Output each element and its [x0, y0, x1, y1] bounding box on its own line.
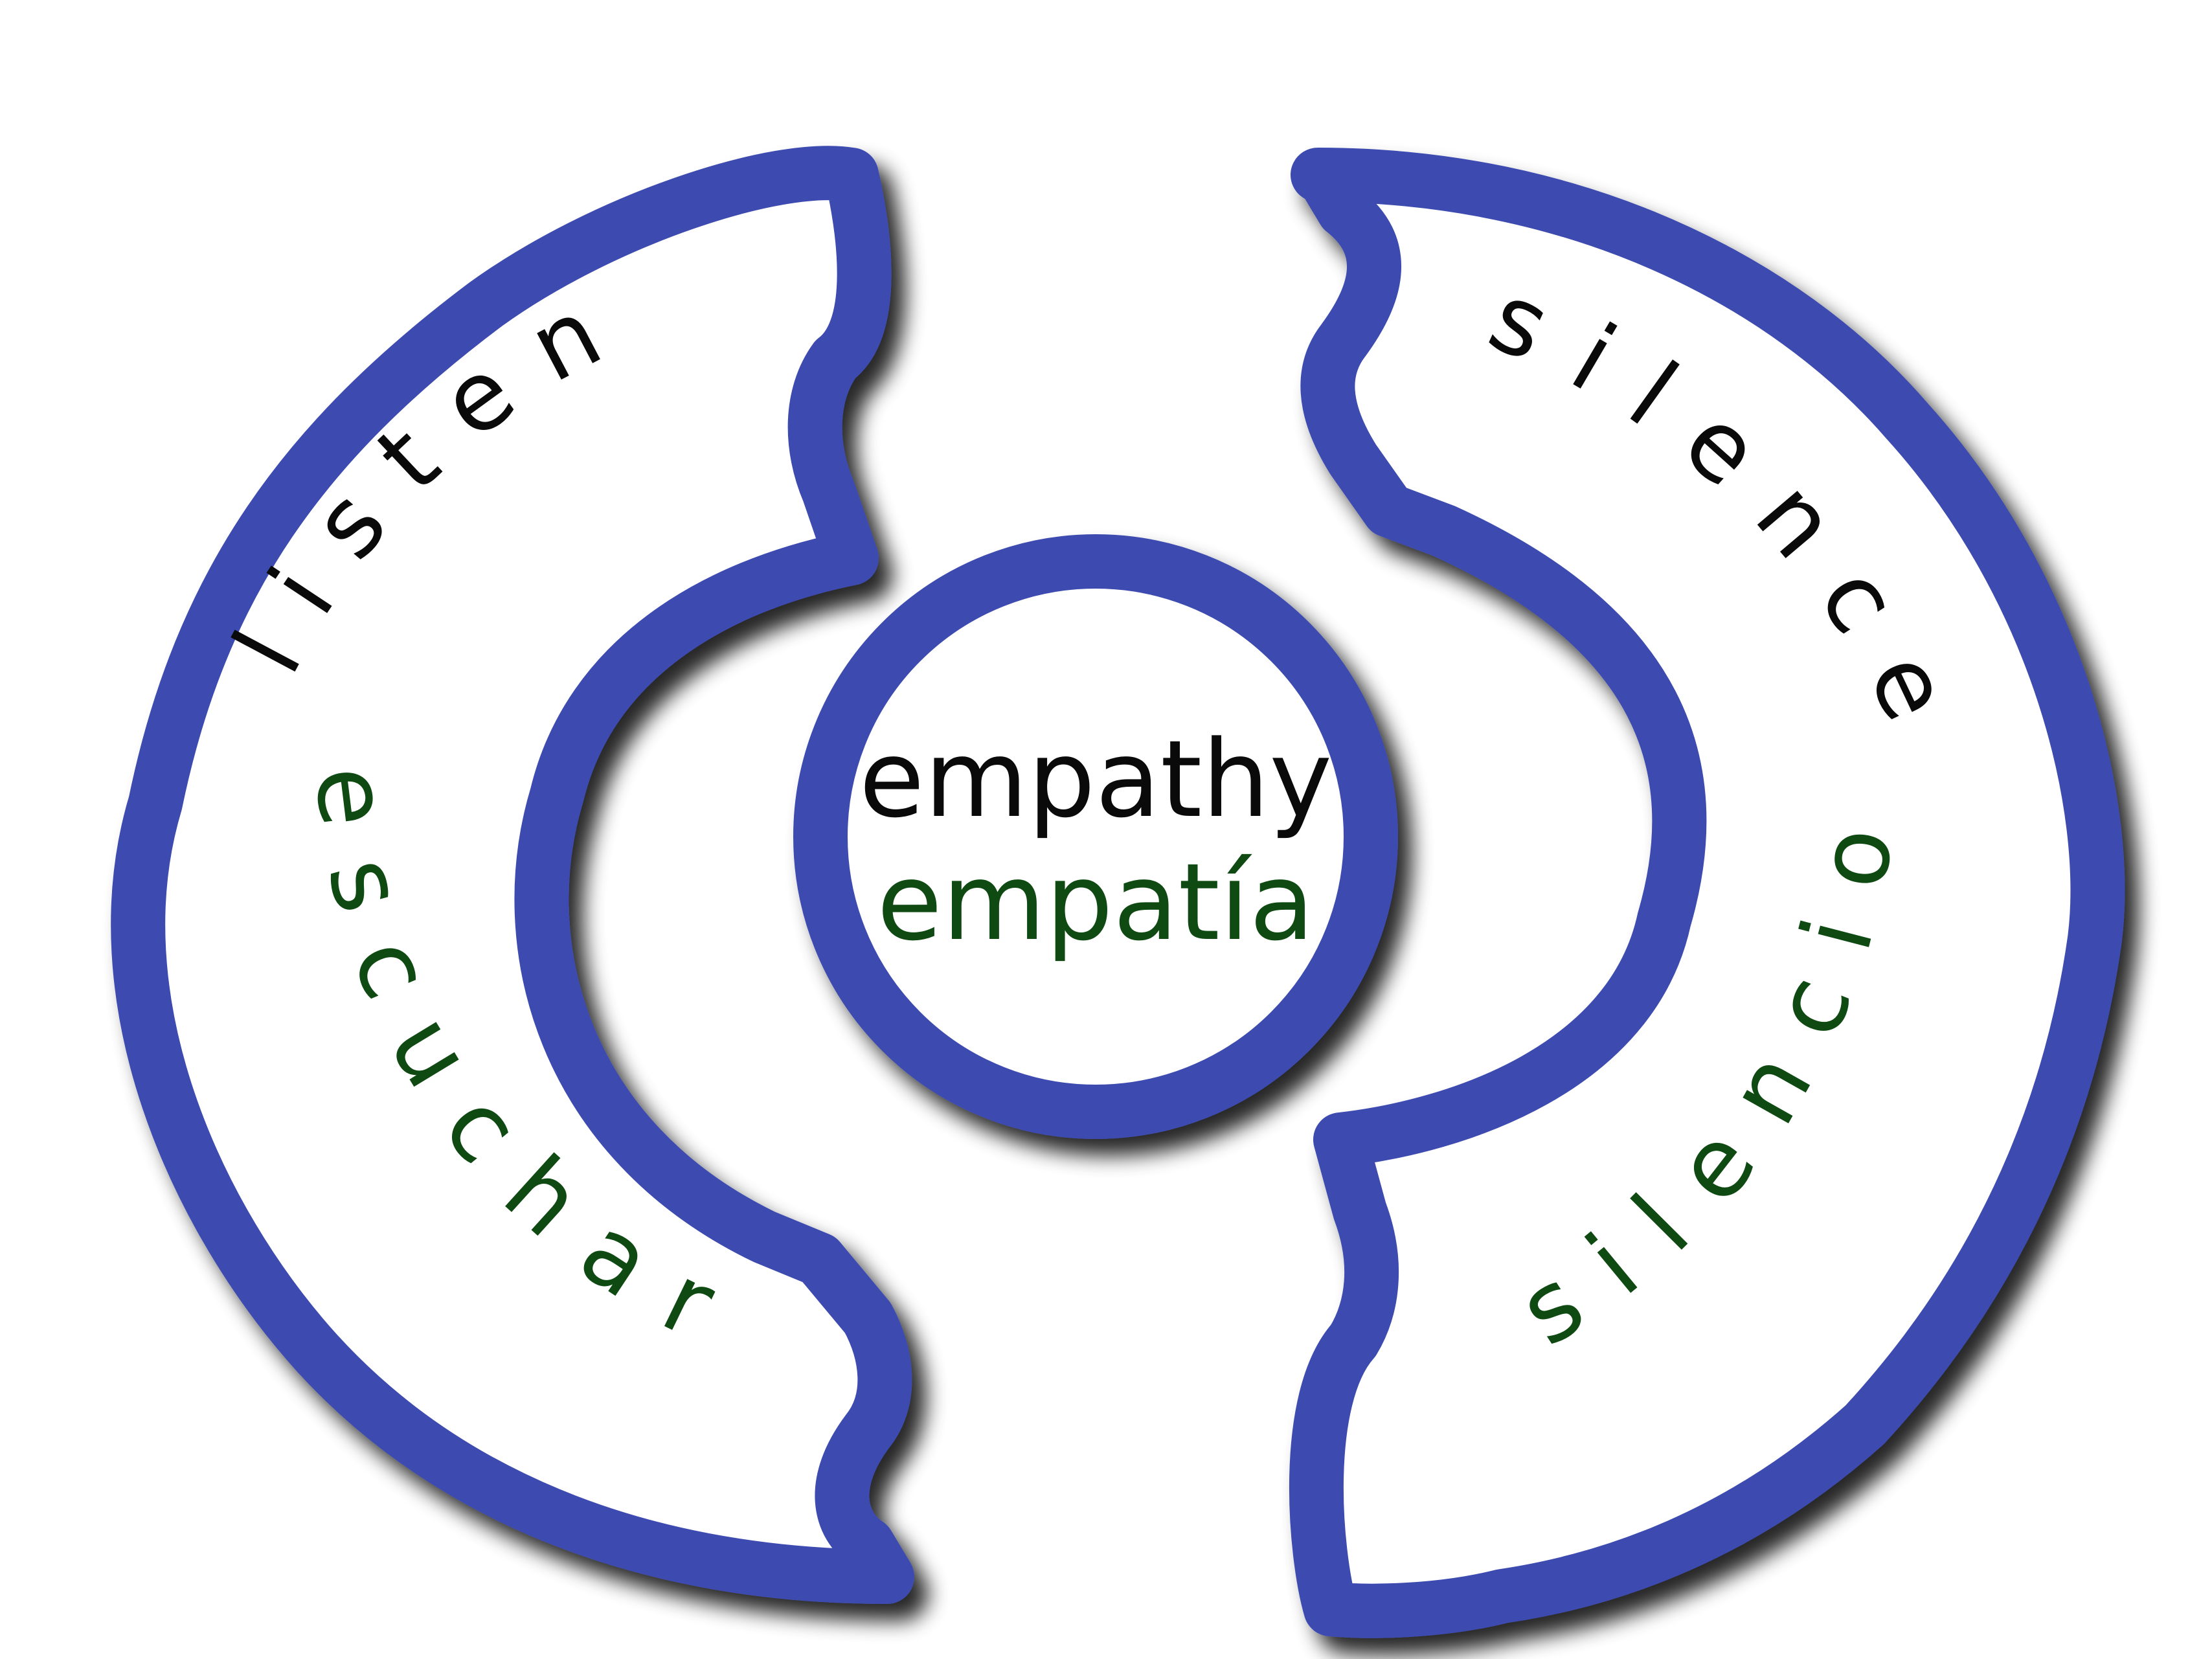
right-puzzle-piece: [1289, 148, 2125, 1638]
empathy-label: empathy: [859, 717, 1333, 841]
left-puzzle-piece: [111, 146, 914, 1604]
empatia-label: empatía: [877, 841, 1315, 964]
center-circle: [793, 534, 1398, 1139]
